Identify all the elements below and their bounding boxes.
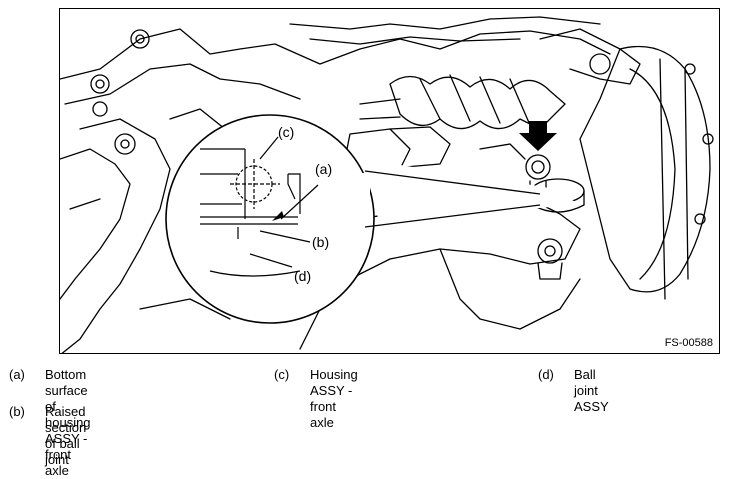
legend-text: Raised section of ball joint <box>45 404 87 467</box>
legend-text: Ball joint ASSY <box>574 367 609 414</box>
diagram-figure: (c) (a) (b) (d) FS-00588 <box>59 8 720 354</box>
callout-c: (c) <box>278 124 294 140</box>
callout-a: (a) <box>315 161 332 177</box>
callout-d: (d) <box>294 268 311 284</box>
callout-b: (b) <box>312 234 329 250</box>
suspension-illustration: (c) (a) (b) (d) <box>60 16 714 353</box>
legend-tag: (c) <box>274 367 290 382</box>
figure-code: FS-00588 <box>664 337 713 349</box>
legend-text: Housing ASSY - front axle <box>310 367 358 430</box>
legend-tag: (d) <box>538 367 554 382</box>
legend-tag: (b) <box>9 404 25 419</box>
legend-tag: (a) <box>9 367 25 382</box>
